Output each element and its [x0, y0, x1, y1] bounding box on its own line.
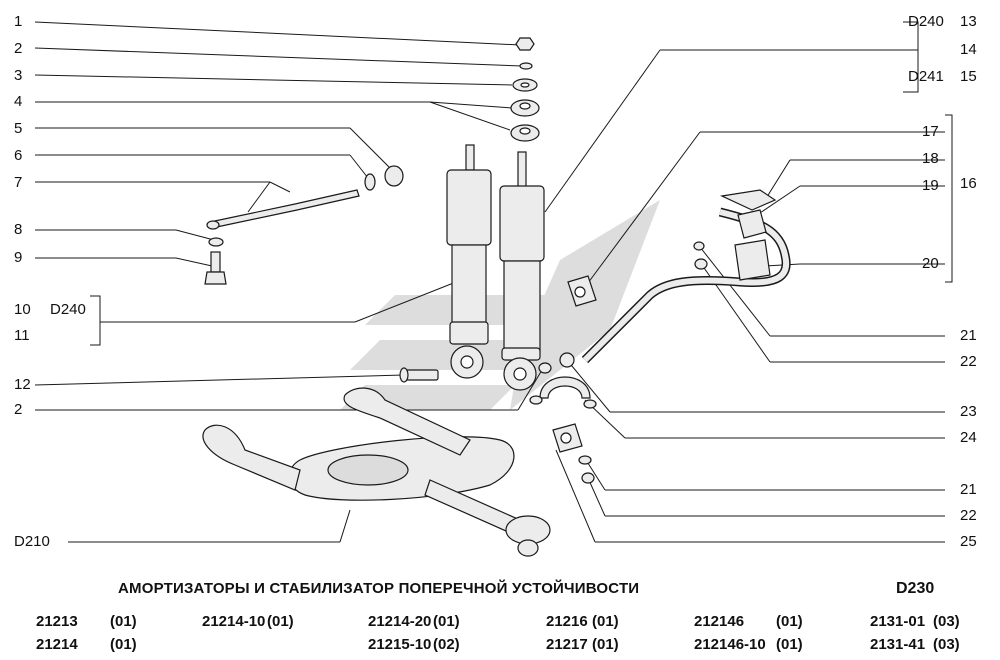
callout-3: 3: [14, 67, 23, 84]
nut-5-part: [384, 165, 404, 187]
bolt-9-part: [210, 251, 221, 273]
callout-12: 12: [14, 376, 31, 393]
callout-20: 20: [922, 255, 939, 272]
model-code: 2131-01: [870, 613, 926, 630]
page-title: АМОРТИЗАТОРЫ И СТАБИЛИЗАТОР ПОПЕРЕЧНОЙ У…: [118, 580, 640, 597]
nut-23-part: [559, 352, 575, 368]
callout-14: 14: [960, 41, 977, 58]
ref-d241: D241: [908, 68, 944, 85]
callout-17: 17: [922, 123, 939, 140]
nut-part: [515, 37, 535, 51]
model-code: 212146-10: [694, 636, 766, 653]
callout-24: 24: [960, 429, 977, 446]
bolt-12-part: [403, 369, 439, 381]
model-variant: (02): [433, 636, 460, 653]
callout-13: 13: [960, 13, 977, 30]
callout-22: 22: [960, 353, 977, 370]
callout-10: 10: [14, 301, 31, 318]
model-variant: (01): [110, 613, 137, 630]
callout-21: 21: [960, 327, 977, 344]
callout-19: 19: [922, 177, 939, 194]
lower-control-arm: [202, 387, 551, 557]
callout-22-lower: 22: [960, 507, 977, 524]
shock-absorber-right: [499, 151, 545, 391]
washer-part: [519, 62, 533, 70]
cushion-19-part: [737, 209, 767, 239]
model-code: 21214-10: [202, 613, 266, 630]
callout-18: 18: [922, 150, 939, 167]
callout-15: 15: [960, 68, 977, 85]
callout-5: 5: [14, 120, 23, 137]
shock-absorber-left: [446, 144, 492, 379]
callout-11: 11: [14, 327, 30, 344]
model-variant: (03): [933, 636, 960, 653]
rod-part: [209, 189, 360, 229]
callout-16: 16: [960, 175, 977, 192]
model-variant: (01): [776, 613, 803, 630]
callout-1: 1: [14, 13, 23, 30]
model-code: 2131-41: [870, 636, 926, 653]
model-variant: (01): [110, 636, 137, 653]
bracket-24-part: [539, 376, 591, 399]
model-variant: (03): [933, 613, 960, 630]
model-code: 212146: [694, 613, 745, 630]
model-code: 21213: [36, 613, 78, 630]
model-variant: (01): [592, 636, 619, 653]
callout-9: 9: [14, 249, 23, 266]
model-code: 21214-20: [368, 613, 432, 630]
model-variant: (01): [592, 613, 619, 630]
ref-d240-left: D240: [50, 301, 86, 318]
callout-6: 6: [14, 147, 23, 164]
model-variant: (01): [433, 613, 460, 630]
ref-d240-right: D240: [908, 13, 944, 30]
callout-2: 2: [14, 40, 23, 57]
bracket-20-part: [734, 239, 771, 281]
callout-23: 23: [960, 403, 977, 420]
callout-25: 25: [960, 533, 977, 550]
model-code: 21214: [36, 636, 78, 653]
callout-2-lower: 2: [14, 401, 23, 418]
callout-4: 4: [14, 93, 23, 110]
callout-21-lower: 21: [960, 481, 977, 498]
model-code: 21217: [546, 636, 588, 653]
washer-8-part: [208, 237, 224, 247]
model-variant: (01): [267, 613, 294, 630]
section-code: D230: [896, 580, 935, 597]
washer-6-part: [364, 173, 376, 191]
callout-7: 7: [14, 174, 23, 191]
ref-d210: D210: [14, 533, 50, 550]
model-variant: (01): [776, 636, 803, 653]
clamp-18-part: [719, 189, 777, 211]
model-code: 21215-10: [368, 636, 432, 653]
model-code: 21216: [546, 613, 588, 630]
callout-8: 8: [14, 221, 23, 238]
